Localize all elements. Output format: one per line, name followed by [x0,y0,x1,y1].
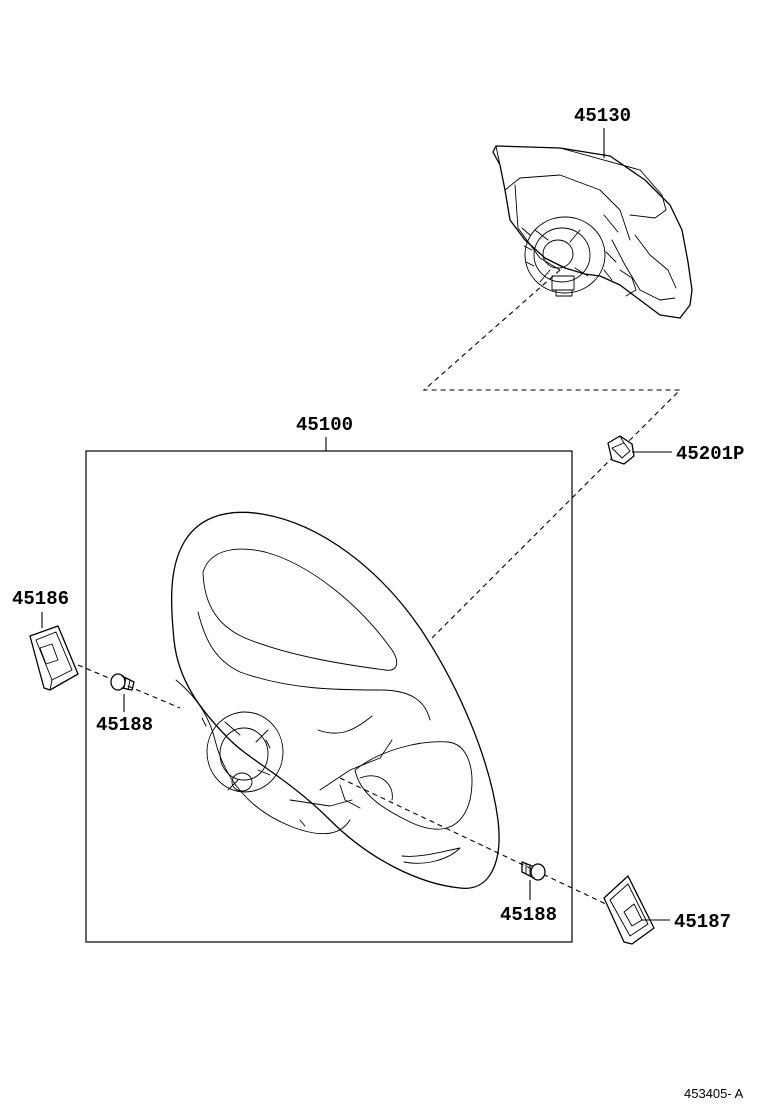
steering-wheel-45100[interactable] [170,511,500,889]
cover-left-45186[interactable] [29,625,79,691]
label-45201P: 45201P [676,443,744,465]
assembly-box-45100 [85,450,573,943]
screw-right-45188[interactable] [521,861,546,881]
screw-left-45188[interactable] [110,673,135,691]
airbag-pad-45130[interactable] [492,145,693,319]
cover-right-45187[interactable] [603,875,655,945]
connector-dashed-airbag [422,269,682,641]
label-45187: 45187 [674,911,731,933]
label-45100: 45100 [296,414,353,436]
drawing-code: 453405- A [684,1086,744,1101]
connector-dashed-right [339,777,611,907]
label-45188-left: 45188 [96,714,153,736]
label-45188-right: 45188 [500,904,557,926]
nut-45201P[interactable] [607,435,635,465]
label-45186: 45186 [12,588,69,610]
label-45130: 45130 [574,105,631,127]
